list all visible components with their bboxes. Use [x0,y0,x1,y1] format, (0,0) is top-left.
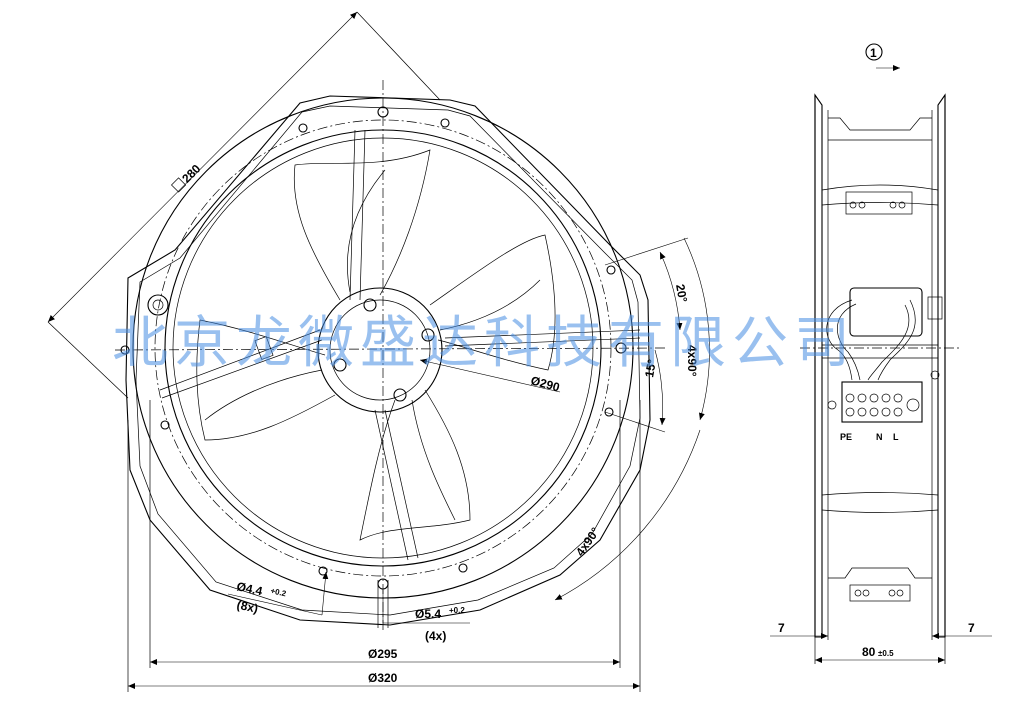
direction-marker-circle [865,43,883,61]
top-bracket [845,191,913,215]
terminal-block [841,381,923,423]
hub-bolt-4 [333,358,347,372]
hub-bolt-1 [363,298,377,312]
dim-left-label: 7 [778,621,785,635]
struts [159,129,641,561]
hole-small-count: (8x) [236,598,260,616]
capacitor-clip [927,296,943,320]
dim-right-label: 7 [968,621,975,635]
blade-dia-label: Ø290 [529,373,561,394]
front-view: 280 20° 4x90° 15° 4x90° Ø290 Ø4.4 +0.2 (… [47,11,710,692]
hole-small-tol: +0.2 [270,586,288,598]
side-view: 1 PE N L [770,43,992,664]
terminal-pe-label: PE [840,432,852,442]
dia-320-label: Ø320 [368,671,398,685]
hole-large-label: Ø5.4 [415,607,441,621]
hub-bolt-3 [393,388,407,402]
angle-20-label: 20° [673,283,690,303]
housing-outline [125,95,651,626]
blade-tip-circle [154,119,612,577]
terminal-l-label: L [893,432,899,442]
side-frame [814,93,946,638]
hub-outer [317,287,443,413]
housing-inner-outline [135,105,641,616]
hub-inner [329,299,431,401]
depth-label: 80 [862,645,876,659]
hub-bolt-2 [421,328,435,342]
capacitor [849,287,923,337]
angle-4x90-right-label: 4x90° [685,345,699,377]
cable-gland-inner [152,299,164,311]
hole-large-count: (4x) [425,629,446,643]
dia-295-label: Ø295 [368,647,398,661]
bottom-bracket [849,584,911,602]
direction-marker-label: 1 [870,46,877,60]
wires [826,299,916,381]
cable-clip [254,336,274,360]
mounting-holes [120,106,627,590]
fan-blades [196,149,556,541]
hole-small-label: Ø4.4 [235,579,264,598]
depth-tol-label: ±0.5 [878,649,894,658]
angle-15-label: 15° [642,358,659,378]
terminal-n-label: N [876,432,883,442]
hole-large-tol: +0.2 [449,606,465,615]
